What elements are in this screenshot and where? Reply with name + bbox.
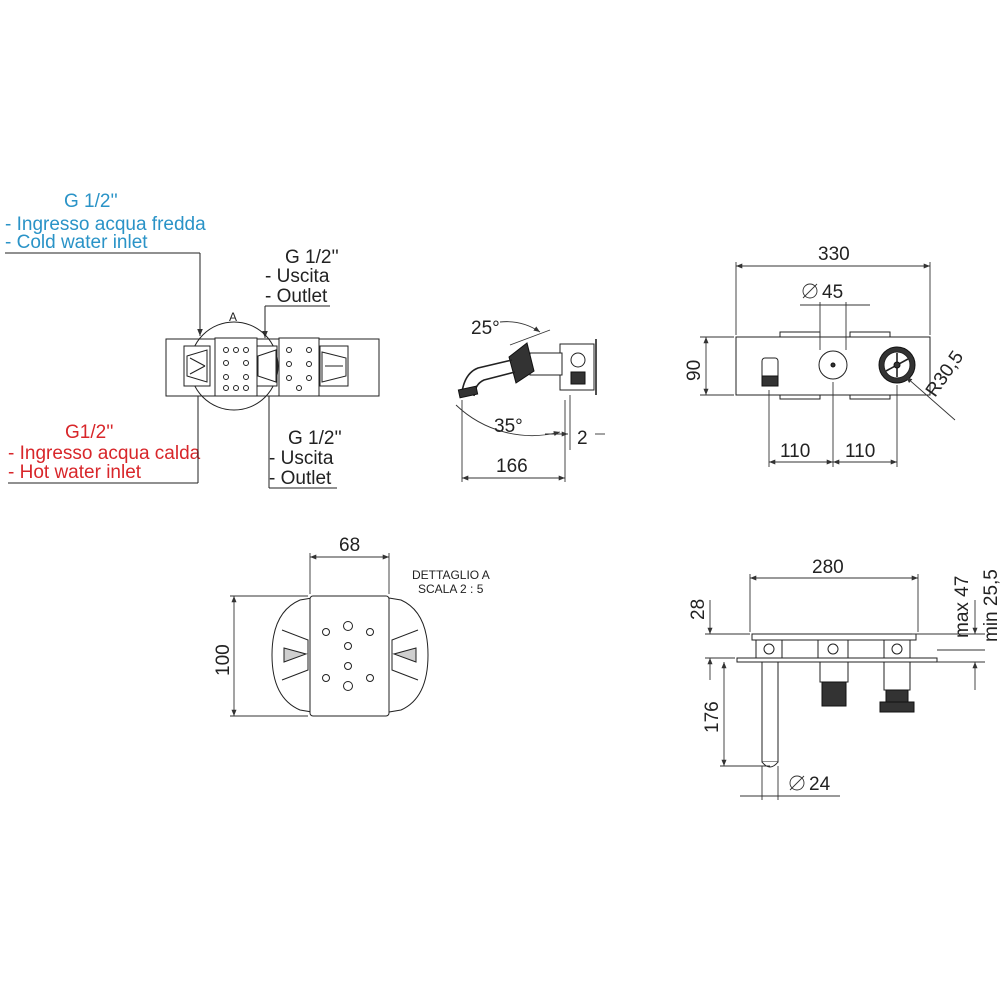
- side-view: 25° 35° 2 166: [455, 318, 605, 482]
- spacing-right-label: 110: [845, 441, 875, 462]
- outlet-bottom-it-label: - Uscita: [269, 448, 334, 469]
- outlet-bottom-thread-label: G 1/2'': [288, 428, 342, 449]
- plate-thickness-label: 28: [688, 599, 709, 620]
- detail-view: 68 100 DETTAGLIO A SCALA 2 : 5: [213, 535, 490, 717]
- hot-inlet-en-label: - Hot water inlet: [8, 462, 142, 483]
- top-view: 280 28 176 24 max 47 min 25,5: [688, 557, 1000, 800]
- outlet-top-it-label: - Uscita: [265, 266, 330, 287]
- center-plate-holes: [223, 347, 249, 391]
- plate-view: 330 45 90 R30,5 110 110: [684, 244, 968, 467]
- plate-width-label: 330: [818, 244, 850, 265]
- detail-title: DETTAGLIO A: [412, 568, 490, 582]
- outlet-bottom-en-label: - Outlet: [269, 468, 332, 489]
- front-view: G 1/2'' - Ingresso acqua fredda - Cold w…: [5, 191, 380, 489]
- max-depth-label: max 47: [952, 576, 973, 638]
- hot-inlet-it-label: - Ingresso acqua calda: [8, 443, 201, 464]
- min-depth-label: min 25,5: [981, 569, 1000, 642]
- gap-dim-label: 2: [577, 428, 588, 449]
- angle-bottom-label: 35°: [494, 416, 523, 437]
- top-width-label: 280: [812, 557, 844, 578]
- depth-dim-label: 166: [496, 456, 528, 477]
- cold-inlet-en-label: - Cold water inlet: [5, 232, 148, 253]
- detail-scale: SCALA 2 : 5: [418, 582, 484, 596]
- outlet-top-thread-label: G 1/2'': [285, 247, 339, 268]
- spout-diameter-label: 24: [809, 774, 831, 795]
- cold-thread-label: G 1/2'': [64, 191, 118, 212]
- hole-diameter-label: 45: [822, 282, 843, 303]
- detail-height-label: 100: [213, 644, 234, 676]
- plate-height-label: 90: [684, 360, 705, 381]
- spout-length-label: 176: [702, 701, 723, 733]
- detail-marker-a: A: [229, 310, 237, 324]
- outlet-top-en-label: - Outlet: [265, 286, 328, 307]
- spacing-left-label: 110: [780, 441, 810, 462]
- cold-inlet-it-label: - Ingresso acqua fredda: [5, 214, 206, 235]
- detail-width-label: 68: [339, 535, 360, 556]
- angle-top-label: 25°: [471, 318, 500, 339]
- hot-thread-label: G1/2'': [65, 422, 113, 443]
